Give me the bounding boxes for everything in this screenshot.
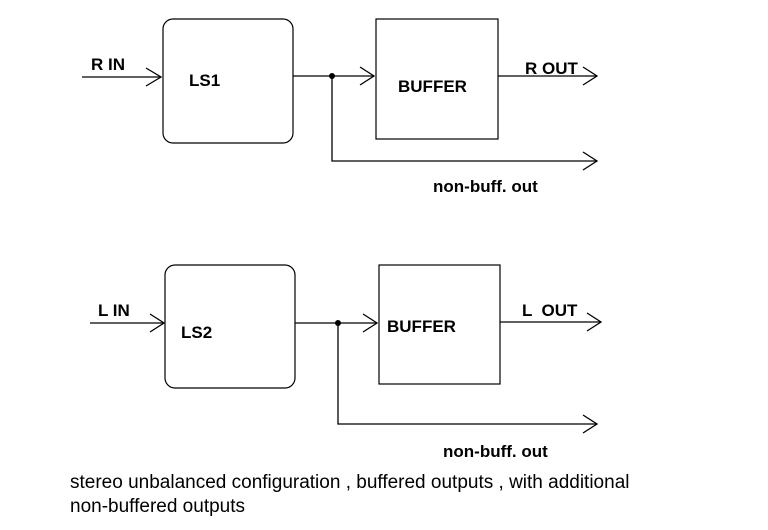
l-output-label: L OUT	[522, 301, 578, 320]
l-nonbuff-label: non-buff. out	[443, 442, 548, 461]
r-buffer-label: BUFFER	[398, 77, 467, 96]
l-buffer-label: BUFFER	[387, 317, 456, 336]
r-buffer-block	[375, 18, 499, 140]
ls2-block	[164, 264, 296, 389]
l-input-arrow	[149, 313, 166, 333]
ls1-block	[162, 18, 294, 144]
diagram-caption: stereo unbalanced configuration , buffer…	[70, 471, 760, 519]
ls2-label: LS2	[181, 323, 212, 342]
caption-line-2: non-buffered outputs	[70, 496, 246, 517]
r-nonbuff-arrow	[582, 151, 599, 171]
l-nonbuff-arrow	[582, 414, 599, 434]
ls1-label: LS1	[189, 71, 220, 90]
l-input-label: L IN	[98, 301, 130, 320]
channel-left: L IN LS2 BUFFER L OUT non-buff. out	[90, 264, 603, 461]
l-mid-arrow	[362, 313, 379, 333]
caption-line-1: stereo unbalanced configuration , buffer…	[70, 472, 630, 493]
l-output-arrow	[586, 312, 603, 332]
r-nonbuff-wire	[331, 76, 597, 162]
r-output-label: R OUT	[525, 59, 579, 78]
l-buffer-block	[378, 264, 501, 385]
l-nonbuff-wire	[337, 323, 597, 425]
r-input-label: R IN	[91, 55, 125, 74]
r-nonbuff-label: non-buff. out	[433, 177, 538, 196]
r-output-arrow	[582, 66, 599, 86]
r-mid-arrow	[359, 66, 376, 86]
r-input-arrow	[145, 67, 163, 87]
channel-right: R IN LS1 BUFFER R OUT non-buff. out	[82, 18, 599, 196]
